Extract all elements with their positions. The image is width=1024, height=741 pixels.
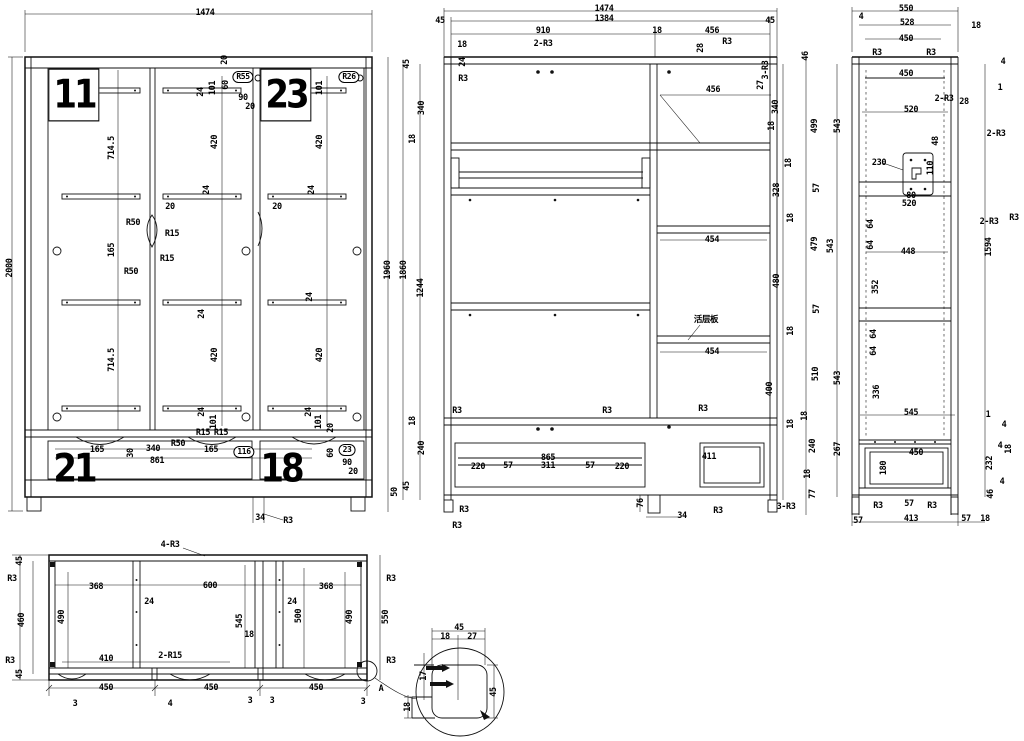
section-view-geometry bbox=[387, 8, 784, 518]
side-view-geometry bbox=[805, 7, 986, 526]
front-view-geometry bbox=[8, 10, 373, 523]
plan-view-geometry bbox=[12, 547, 418, 700]
detail-view-geometry bbox=[404, 628, 505, 737]
